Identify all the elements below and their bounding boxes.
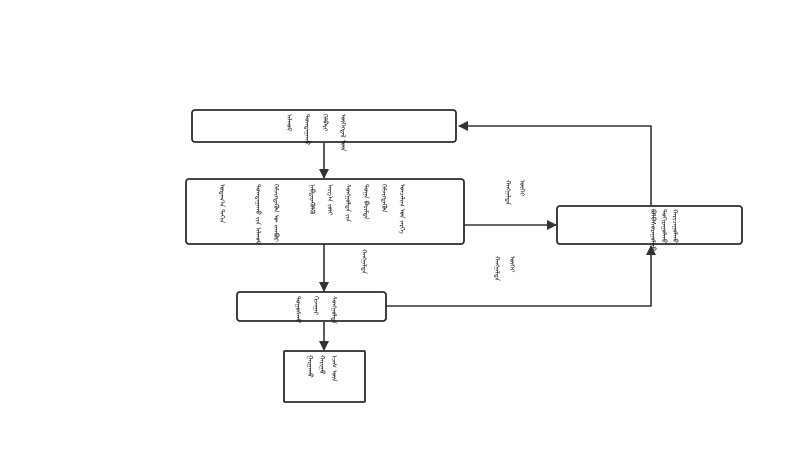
lower-box-line: ᠰᠣᠩᠭᠣᠯᠲᠠ (330, 296, 338, 324)
edge-label-mid-to-right: ᠦᠭᠡᠢ (518, 180, 526, 197)
middle-box-line: ᠲᠣᠭᠠ ᠪᠠᠷᠢᠮᠲᠠ (362, 184, 370, 220)
top-box-line: ᠥᠭᠡᠭᠳᠡᠯ ᠦᠨ (339, 114, 347, 152)
node-lower-box (236, 291, 387, 322)
bottom-box-line: ᠡᠴᠡᠰ ᠦᠨ (330, 355, 338, 382)
right-box-line: ᠪᠣᠯᠪᠠᠰᠤᠷᠠᠭᠤᠯᠬᠤ (649, 209, 657, 252)
middle-box-line: ᠨᠡᠪᠲᠡᠷᠡᠭᠦᠯᠬᠦ (308, 184, 316, 215)
middle-box-line: ᠣᠨᠴᠠᠯᠢᠭ ᠤᠨ ᠵᠡᠷᠭᠡ (397, 184, 406, 234)
edge-label-lower-to-right: ᠬᠠᠩᠭᠠᠯᠲᠠ (493, 256, 501, 281)
edge-label-mid-to-right: ᠬᠠᠩᠭᠠᠯᠲᠠ (504, 180, 512, 205)
bottom-box-line: ᠭᠠᠷᠭᠠᠬᠤ (305, 355, 314, 379)
middle-box-line: ᠬᠡᠮᠵᠢᠭᠳᠡᠬᠦᠨ ᠦ ᠵᠠᠭᠪᠤᠷ (272, 184, 280, 243)
lower-box-line: ᠳᠣᠭᠤᠰᠬᠤ (294, 296, 302, 324)
node-bottom-box (283, 350, 366, 403)
right-box-line: ᠬᠠᠷᠢᠴᠠᠭᠤᠯᠬᠤ (671, 209, 679, 244)
top-box-line: ᠠᠯᠬᠤᠮ (285, 114, 293, 132)
middle-box-line: ᠰᠣᠩᠭᠣᠯᠲᠠ ᠶᠢᠨ (344, 184, 352, 222)
lower-box-line: ᠬᠢᠵᠠᠭᠠᠷ (312, 296, 320, 316)
middle-box-line: ᠲᠣᠭᠲᠠᠭᠠᠬᠤ ᠵᠢᠨ ᠠᠯᠬᠤᠮ (254, 184, 262, 245)
top-box-line: ᠬᠡᠯᠪᠡᠷᠢ (321, 114, 329, 132)
node-right-box (556, 205, 743, 245)
middle-box-line: ᠤᠳᠠᠭ᠎ᠠ ᠳᠠᠬᠢᠨ (218, 184, 226, 223)
edge-labels: ᠦᠭᠡᠢ ᠬᠠᠩᠭᠠᠯᠲᠠ ᠦᠭᠡᠢ ᠬᠠᠩᠭᠠᠯᠲᠠ ᠬᠠᠩᠭᠠᠯᠲᠠ (360, 180, 526, 281)
edges (319, 121, 656, 351)
edge-label-lower-to-right: ᠦᠭᠡᠢ (508, 256, 516, 273)
bottom-box-line: ᠬᠠᠷᠢᠭᠤ (318, 355, 326, 375)
top-box-line: ᠲᠣᠭᠲᠠᠭᠠᠬᠤ (303, 114, 311, 146)
edge-right-to-top (458, 121, 652, 205)
middle-box-line: ᠠᠷᠭ᠎ᠠ ᠵᠦᠢ (325, 184, 334, 216)
edge-lower-to-right (386, 245, 656, 307)
node-middle-box (185, 178, 465, 245)
right-box-line: ᠲᠣᠬᠢᠷᠠᠭᠤᠯᠬᠤ (660, 209, 668, 244)
edge-label-mid-to-lower: ᠬᠠᠩᠭᠠᠯᠲᠠ (360, 249, 368, 274)
node-labels: ᠥᠭᠡᠭᠳᠡᠯ ᠦᠨ ᠬᠡᠯᠪᠡᠷᠢ ᠲᠣᠭᠲᠠᠭᠠᠬᠤ ᠠᠯᠬᠤᠮ ᠣᠨᠴᠠᠯ… (218, 114, 679, 382)
middle-box-line: ᠬᠡᠮᠵᠢᠭᠳᠡᠬᠦᠨ (380, 184, 388, 213)
nodes (185, 109, 743, 403)
node-top-box (191, 109, 457, 143)
